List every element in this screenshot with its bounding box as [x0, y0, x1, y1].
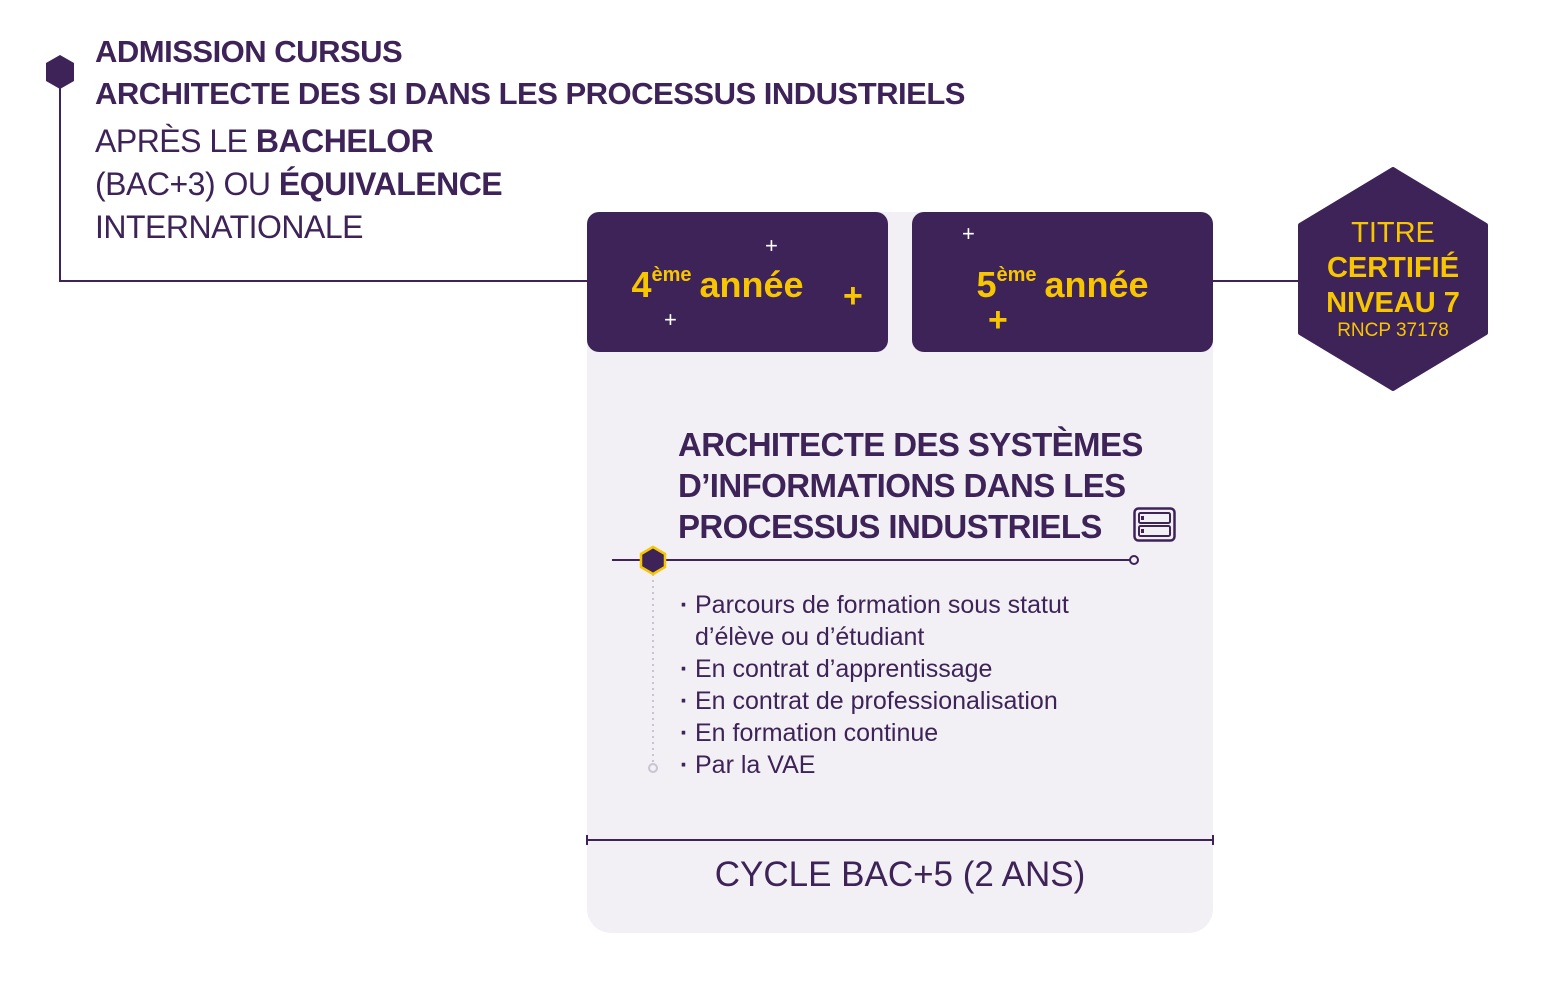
certification-badge-hexagon: [1298, 167, 1488, 391]
plus-icon: +: [962, 221, 975, 246]
header-title-line2: ARCHITECTE DES SI DANS LES PROCESSUS IND…: [95, 76, 965, 111]
year-4-box: + + + 4ème année: [587, 212, 888, 352]
plus-icon: +: [765, 233, 778, 258]
list-item: En formation continue: [680, 717, 1069, 749]
year-label: 4ème année: [567, 264, 868, 306]
year-word: année: [1044, 264, 1149, 305]
sub-text: (BAC+3) OU: [95, 166, 279, 202]
sub-bold: BACHELOR: [255, 123, 434, 159]
header-subtitle-line1: APRÈS LE BACHELOR: [95, 120, 434, 163]
hexagon-icon: [639, 545, 667, 576]
plus-icon: +: [664, 307, 677, 332]
admission-modes-list: Parcours de formation sous statut d’élèv…: [680, 589, 1069, 781]
program-title-line: ARCHITECTE DES SYSTÈMES: [678, 426, 1143, 463]
badge-line2: CERTIFIÉ: [1326, 252, 1460, 284]
timeline-decoration: [612, 545, 1139, 773]
badge-line1: TITRE: [1351, 217, 1435, 249]
list-item: Par la VAE: [680, 749, 1069, 781]
hexagon-icon: [46, 55, 74, 89]
list-item-continuation: d’élève ou d’étudiant: [695, 623, 925, 651]
sub-bold: ÉQUIVALENCE: [278, 166, 503, 202]
cycle-label: CYCLE BAC+5 (2 ANS): [714, 855, 1086, 894]
badge-rncp: RNCP 37178: [1337, 320, 1449, 341]
program-title-line: PROCESSUS INDUSTRIELS: [678, 508, 1102, 545]
year-word: année: [699, 264, 804, 305]
cycle-divider: [586, 835, 1214, 845]
header-subtitle-line3: INTERNATIONALE: [95, 209, 364, 245]
year-5-box: + + 5ème année: [912, 212, 1213, 352]
year-suffix: ème: [996, 264, 1037, 286]
year-number: 4: [631, 264, 652, 305]
header-title-line1: ADMISSION CURSUS: [95, 34, 403, 69]
server-icon: [1133, 507, 1176, 542]
plus-icon: +: [843, 277, 863, 315]
header-subtitle-line2: (BAC+3) OU ÉQUIVALENCE: [95, 163, 503, 206]
list-item: En contrat d’apprentissage: [680, 653, 1069, 685]
program-title: ARCHITECTE DES SYSTÈMES D’INFORMATIONS D…: [678, 424, 1143, 547]
sub-text: APRÈS LE: [95, 123, 256, 159]
list-item: En contrat de professionalisation: [680, 685, 1069, 717]
year-suffix: ème: [651, 264, 692, 286]
year-number: 5: [976, 264, 997, 305]
badge-line3: NIVEAU 7: [1326, 287, 1460, 319]
plus-icon: +: [988, 301, 1008, 339]
list-item: Parcours de formation sous statut: [680, 589, 1069, 621]
program-title-line: D’INFORMATIONS DANS LES: [678, 467, 1126, 504]
year-label: 5ème année: [912, 264, 1213, 306]
